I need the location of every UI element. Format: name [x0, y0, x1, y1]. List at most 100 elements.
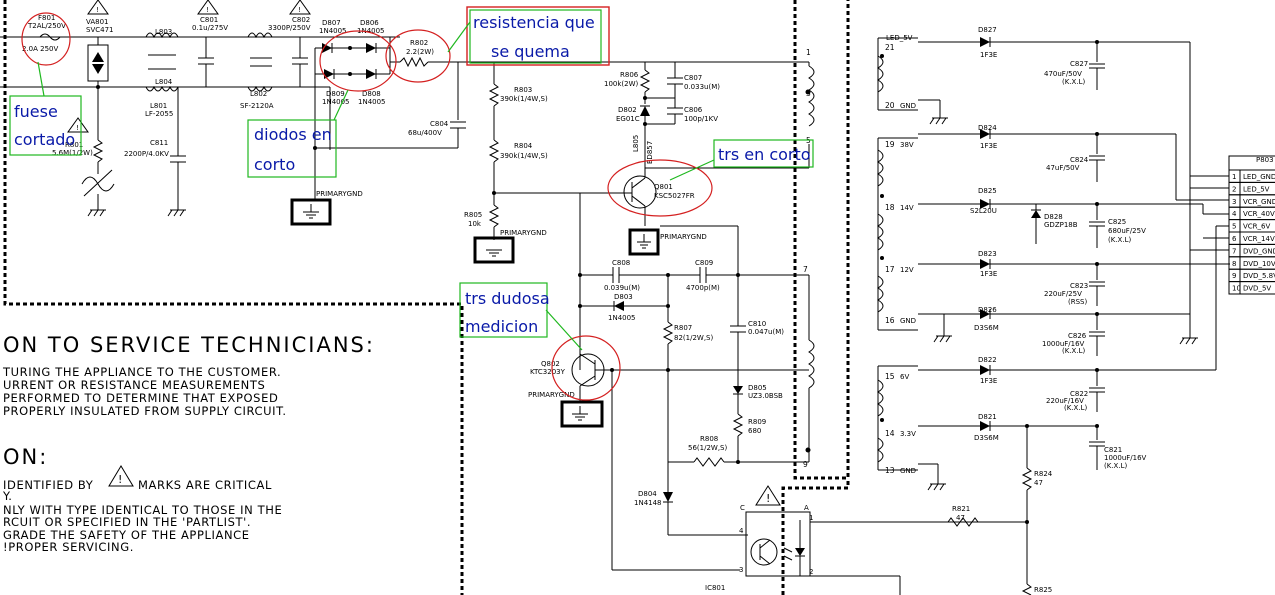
sec-name: GND [900, 102, 916, 110]
q801-part: KSC5027FR [654, 192, 695, 200]
r808-val: 56(1/2W,S) [688, 444, 727, 452]
d821-part: D3S6M [974, 434, 999, 442]
fuse-rating: T2AL/250V [27, 22, 66, 30]
coil-l801-part: LF-2055 [145, 110, 173, 118]
annotation-circle [319, 30, 397, 92]
notes-heading-1: ON TO SERVICE TECHNICIANS: [3, 333, 375, 357]
connector-pin-number: 9 [1232, 272, 1236, 280]
c808-ref: C808 [612, 259, 630, 267]
transistor-q801: Q801 KSC5027FR PRIMARYGND [623, 140, 739, 275]
r804-val: 390k(1/4W,S) [500, 152, 548, 160]
sec-name: 38V [900, 141, 914, 149]
sec-pin: 18 [885, 203, 895, 212]
ground-icon [637, 234, 651, 249]
r801-ref: R801 [65, 141, 83, 149]
notes-line: GRADE THE SAFETY OF THE APPLIANCE [3, 528, 250, 542]
primary-pin: 9 [803, 460, 808, 469]
ground-icon [486, 249, 502, 257]
c802-val: 3300P/250V [268, 24, 311, 32]
c809-ref: C809 [695, 259, 713, 267]
connector-pin-number: 10 [1232, 285, 1241, 293]
ic-pin-2: 2 [809, 568, 813, 576]
c821-val: 1000uF/16V [1104, 454, 1147, 462]
connector-pin-name: VCR_14V [1243, 235, 1275, 243]
notes-line: IDENTIFIED BY [3, 478, 94, 492]
connector-pin-name: DVD_10V [1243, 260, 1275, 268]
annotation-circle [21, 12, 71, 66]
d802-ref: D802 [618, 106, 637, 114]
d808-part: 1N4005 [358, 98, 386, 106]
svg-text:!: ! [766, 492, 770, 505]
ground-icon [87, 209, 106, 217]
d807-ref: D807 [322, 19, 341, 27]
c823-ref: C823 [1070, 282, 1088, 290]
c806-ref: C806 [684, 106, 703, 114]
c802-ref: C802 [292, 16, 310, 24]
resistor-chain: R803 390k(1/4W,S) R804 390k(1/4W,S) R805… [464, 62, 628, 264]
annotation-trs2-2: medicion [465, 317, 538, 336]
warning-icons: ! ! ! ! ! [67, 0, 781, 506]
coil-l802: L802 SF-2120A [240, 32, 274, 110]
fuse-rating-2: 2.0A 250V [22, 45, 59, 53]
capacitor-c804: C804 68u/400V [408, 62, 466, 148]
d828-ref: D828 [1044, 213, 1063, 221]
sec-pin: 15 [885, 372, 895, 381]
connector-pin: 8 DVD_10V [1228, 256, 1275, 270]
connector-pin-name: DVD_GND [1243, 247, 1275, 255]
input-lines [0, 36, 400, 150]
primary-boundary [3, 0, 850, 595]
annotation-circle [385, 29, 451, 83]
c827-val2: (K.X.L) [1062, 78, 1085, 86]
ground-icon [303, 204, 319, 219]
q802-part: KTC3203Y [530, 368, 566, 376]
sec-pin: 20 [885, 101, 895, 110]
c809-val: 4700p(M) [686, 284, 720, 292]
r802-ref: R802 [410, 39, 428, 47]
r802-val: 2.2(2W) [406, 48, 434, 56]
d803-ref: D803 [614, 293, 633, 301]
c810-val: 0.047u(M) [748, 328, 784, 336]
warning-icon: ! [87, 0, 109, 15]
sec-pin: 16 [885, 316, 895, 325]
ground-icon [929, 117, 948, 125]
r804-ref: R804 [514, 142, 533, 150]
c826-val2: (K.X.L) [1062, 347, 1085, 355]
ic-pin-3: 3 [739, 566, 743, 574]
connector-pin-number: 8 [1232, 260, 1236, 268]
connector-pin-number: 1 [1232, 173, 1236, 181]
d824-part: 1F3E [980, 142, 997, 150]
coil-l803-label: L803 [155, 28, 172, 36]
annotation-resistor-1: resistencia que [473, 13, 595, 32]
c822-ref: C822 [1070, 390, 1088, 398]
connector-pin-name: LED_5V [1243, 185, 1270, 193]
notes-line: !PROPER SERVICING. [3, 540, 134, 554]
r824-ref: R824 [1034, 470, 1053, 478]
d802-part: EG01C [616, 115, 640, 123]
r807-val: 82(1/2W,S) [674, 334, 713, 342]
notes-line: MARKS ARE CRITICAL [138, 478, 272, 492]
sec-pin: 13 [885, 466, 895, 475]
d809-part: 1N4005 [322, 98, 350, 106]
c821-val2: (K.X.L) [1104, 462, 1127, 470]
primary-pin: 3 [806, 89, 811, 98]
connector-pin-number: 6 [1232, 235, 1237, 243]
connector-pin-number: 5 [1232, 223, 1236, 231]
d825-ref: D825 [978, 187, 997, 195]
c804-val: 68u/400V [408, 129, 442, 137]
secondary-rails: D827 1F3E C827 470uF/50V (K.X.L) D824 1F… [918, 26, 1230, 595]
capacitor-c801: C801 0.1u/275V [192, 16, 228, 87]
connector-pin-name: DVD_5.8V [1243, 272, 1275, 280]
capacitor-c802: C802 3300P/250V [268, 16, 311, 87]
c804-ref: C804 [430, 120, 449, 128]
r806-val: 100k(2W) [604, 80, 639, 88]
ground-icon [1179, 337, 1198, 345]
l805-ref: L805 [632, 135, 640, 152]
r803-val: 390k(1/4W,S) [500, 95, 548, 103]
sec-pin: 19 [885, 140, 895, 149]
d807-part: 1N4005 [319, 27, 347, 35]
ic-pin-c: C [740, 504, 745, 512]
bridge-rectifier: D807 1N4005 D806 1N4005 D809 1N4005 D808… [314, 19, 391, 106]
connector-pin-name: LED_GND [1243, 173, 1275, 181]
